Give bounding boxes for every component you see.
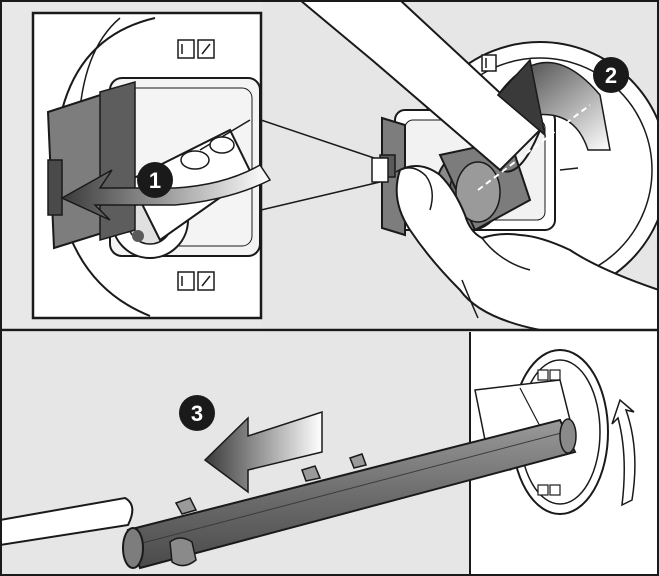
rotate-hint-arrow — [611, 398, 636, 507]
hand — [395, 165, 659, 331]
service-flap — [46, 81, 136, 250]
lock-top-icon — [177, 39, 215, 59]
lock-symbol-icon — [481, 54, 497, 72]
bottom-scene: 3 — [0, 332, 659, 576]
step-1-badge: 1 — [137, 162, 173, 198]
step-3-badge: 3 — [179, 395, 215, 431]
filter-tube — [122, 418, 577, 570]
step-2-rotate-arrow — [477, 58, 611, 191]
step-3-number: 3 — [191, 401, 203, 426]
step-2-badge: 2 — [593, 57, 629, 93]
step-3-pull-arrow — [203, 410, 323, 494]
step-1-number: 1 — [149, 168, 161, 193]
top-scene: 2 — [0, 0, 659, 331]
lock-bottom-icon — [177, 271, 215, 291]
inset-detail: 1 — [31, 11, 389, 320]
step-2-number: 2 — [605, 63, 617, 88]
